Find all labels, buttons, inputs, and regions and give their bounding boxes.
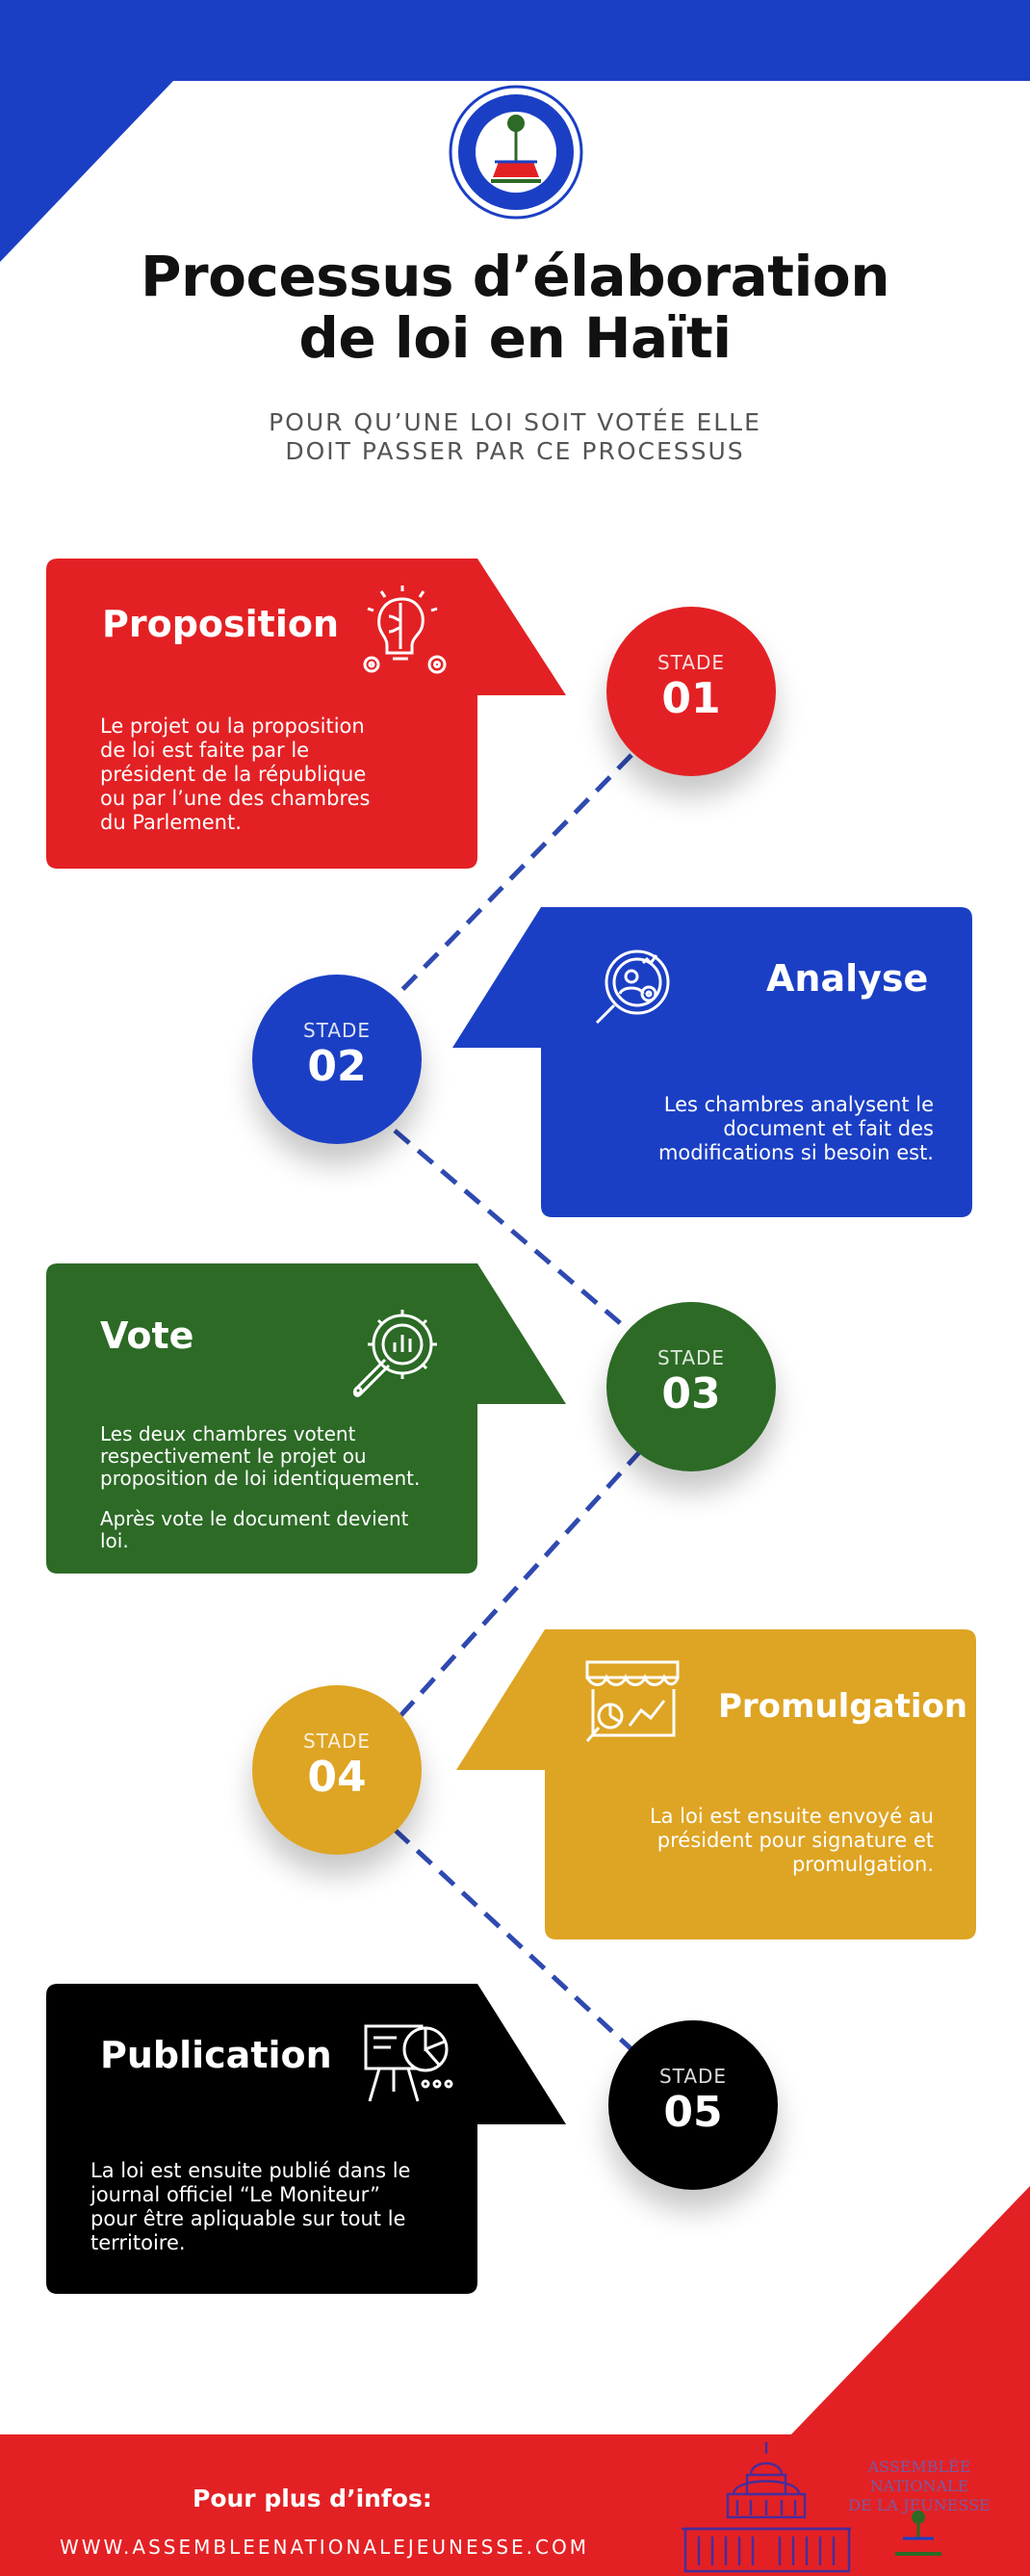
bottom-corner-decoration (789, 2186, 1030, 2436)
top-corner-decoration (0, 0, 1030, 262)
stage-05-badge: STADE 05 (608, 2020, 778, 2190)
card-vote (46, 1263, 566, 1574)
stage-02-badge: STADE 02 (252, 975, 422, 1144)
subtitle-line-1: POUR QU’UNE LOI SOIT VOTÉE ELLE (269, 408, 761, 436)
stage-04-title: Promulgation (718, 1687, 968, 1726)
connector-04-05 (393, 1828, 633, 2051)
stage-04-text: La loi est ensuite envoyé au président p… (649, 1805, 934, 1876)
gear-wrench-chart-icon (352, 1310, 437, 1397)
idea-brain-gears-icon (363, 585, 447, 674)
stage-03-title: Vote (100, 1314, 194, 1357)
footer (0, 2434, 1030, 2576)
title-line-2: de loi en Haïti (298, 305, 732, 371)
card-analyse (452, 907, 972, 1217)
connector-02-03 (393, 1129, 633, 1335)
haiti-coat-of-arms-icon (895, 2511, 941, 2556)
stage-02-label: STADE (302, 1019, 372, 1042)
storefront-chart-icon (585, 1660, 680, 1742)
stage-05-label: STADE (658, 2065, 728, 2088)
stage-03-badge: STADE 03 (606, 1302, 776, 1471)
document-analysis-magnifier-icon (595, 950, 670, 1025)
stage-02-number: 02 (307, 1042, 367, 1091)
stage-04-number: 04 (307, 1753, 367, 1802)
seal-icon (449, 85, 583, 220)
stage-03-number: 03 (661, 1369, 721, 1418)
stage-01-badge: STADE 01 (606, 607, 776, 776)
footer-website-link[interactable]: WWW.ASSEMBLEENATIONALEJEUNESSE.COM (60, 2536, 589, 2559)
card-promulgation (456, 1629, 976, 1939)
stage-04-label: STADE (302, 1730, 372, 1753)
stage-05-text: La loi est ensuite publié dans le journa… (90, 2159, 411, 2254)
page-title: Processus d’élaboration de loi en Haïti (0, 246, 1030, 369)
stage-01-title: Proposition (102, 603, 339, 645)
stage-03-label: STADE (657, 1346, 726, 1369)
title-line-1: Processus d’élaboration (141, 244, 890, 309)
organization-name: ASSEMBLÉE NATIONALE DE LA JEUNESSE (848, 2458, 991, 2514)
stage-04-badge: STADE 04 (252, 1685, 422, 1855)
stage-01-label: STADE (657, 651, 726, 674)
card-proposition (46, 559, 566, 869)
connector-01-02 (393, 753, 633, 1000)
stage-05-title: Publication (100, 2034, 332, 2076)
presentation-board-pie-chart-icon (364, 2024, 453, 2102)
stage-01-number: 01 (661, 674, 721, 723)
stage-03-text: Les deux chambres votent respectivement … (100, 1422, 421, 1552)
stage-02-title: Analyse (766, 957, 929, 1000)
stage-02-text: Les chambres analysent le document et fa… (657, 1093, 934, 1164)
stage-01-text: Le projet ou la proposition de loi est f… (100, 715, 371, 834)
page-subtitle: POUR QU’UNE LOI SOIT VOTÉE ELLE DOIT PAS… (0, 408, 1030, 466)
capitol-building-icon (682, 2442, 851, 2573)
subtitle-line-2: DOIT PASSER PAR CE PROCESSUS (285, 437, 745, 465)
stage-05-number: 05 (663, 2088, 723, 2137)
footer-label: Pour plus d’infos: (193, 2485, 432, 2512)
